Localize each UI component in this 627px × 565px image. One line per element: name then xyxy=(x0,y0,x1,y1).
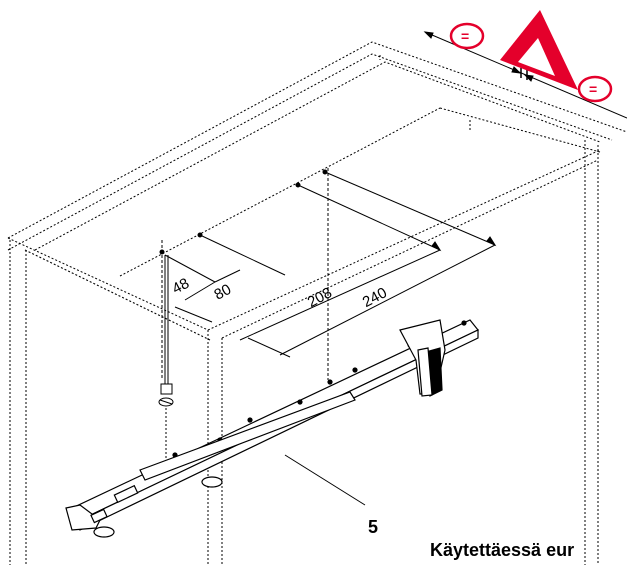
caption-text: Käytettäessä eur xyxy=(430,540,574,560)
equal-sign-icon-right: = xyxy=(577,75,613,103)
dim-label-208: 208 xyxy=(305,284,335,311)
warning-triangle-icon xyxy=(500,10,578,90)
dimension-labels: 48 80 208 240 xyxy=(169,275,389,311)
dim-label-240: 240 xyxy=(360,284,390,311)
dimension-lines xyxy=(159,31,627,380)
part-leader-line xyxy=(284,454,366,506)
dim-label-80: 80 xyxy=(211,281,234,304)
cabinet-outline xyxy=(7,41,627,565)
screw-icon xyxy=(158,255,174,470)
slide-rail xyxy=(65,319,479,538)
part-number-label: 5 xyxy=(368,517,378,537)
dim-label-48: 48 xyxy=(169,275,192,298)
equal-sign-icon: = xyxy=(449,22,485,50)
equal-marker-left: = xyxy=(461,28,469,44)
equal-marker-right: = xyxy=(589,81,597,97)
